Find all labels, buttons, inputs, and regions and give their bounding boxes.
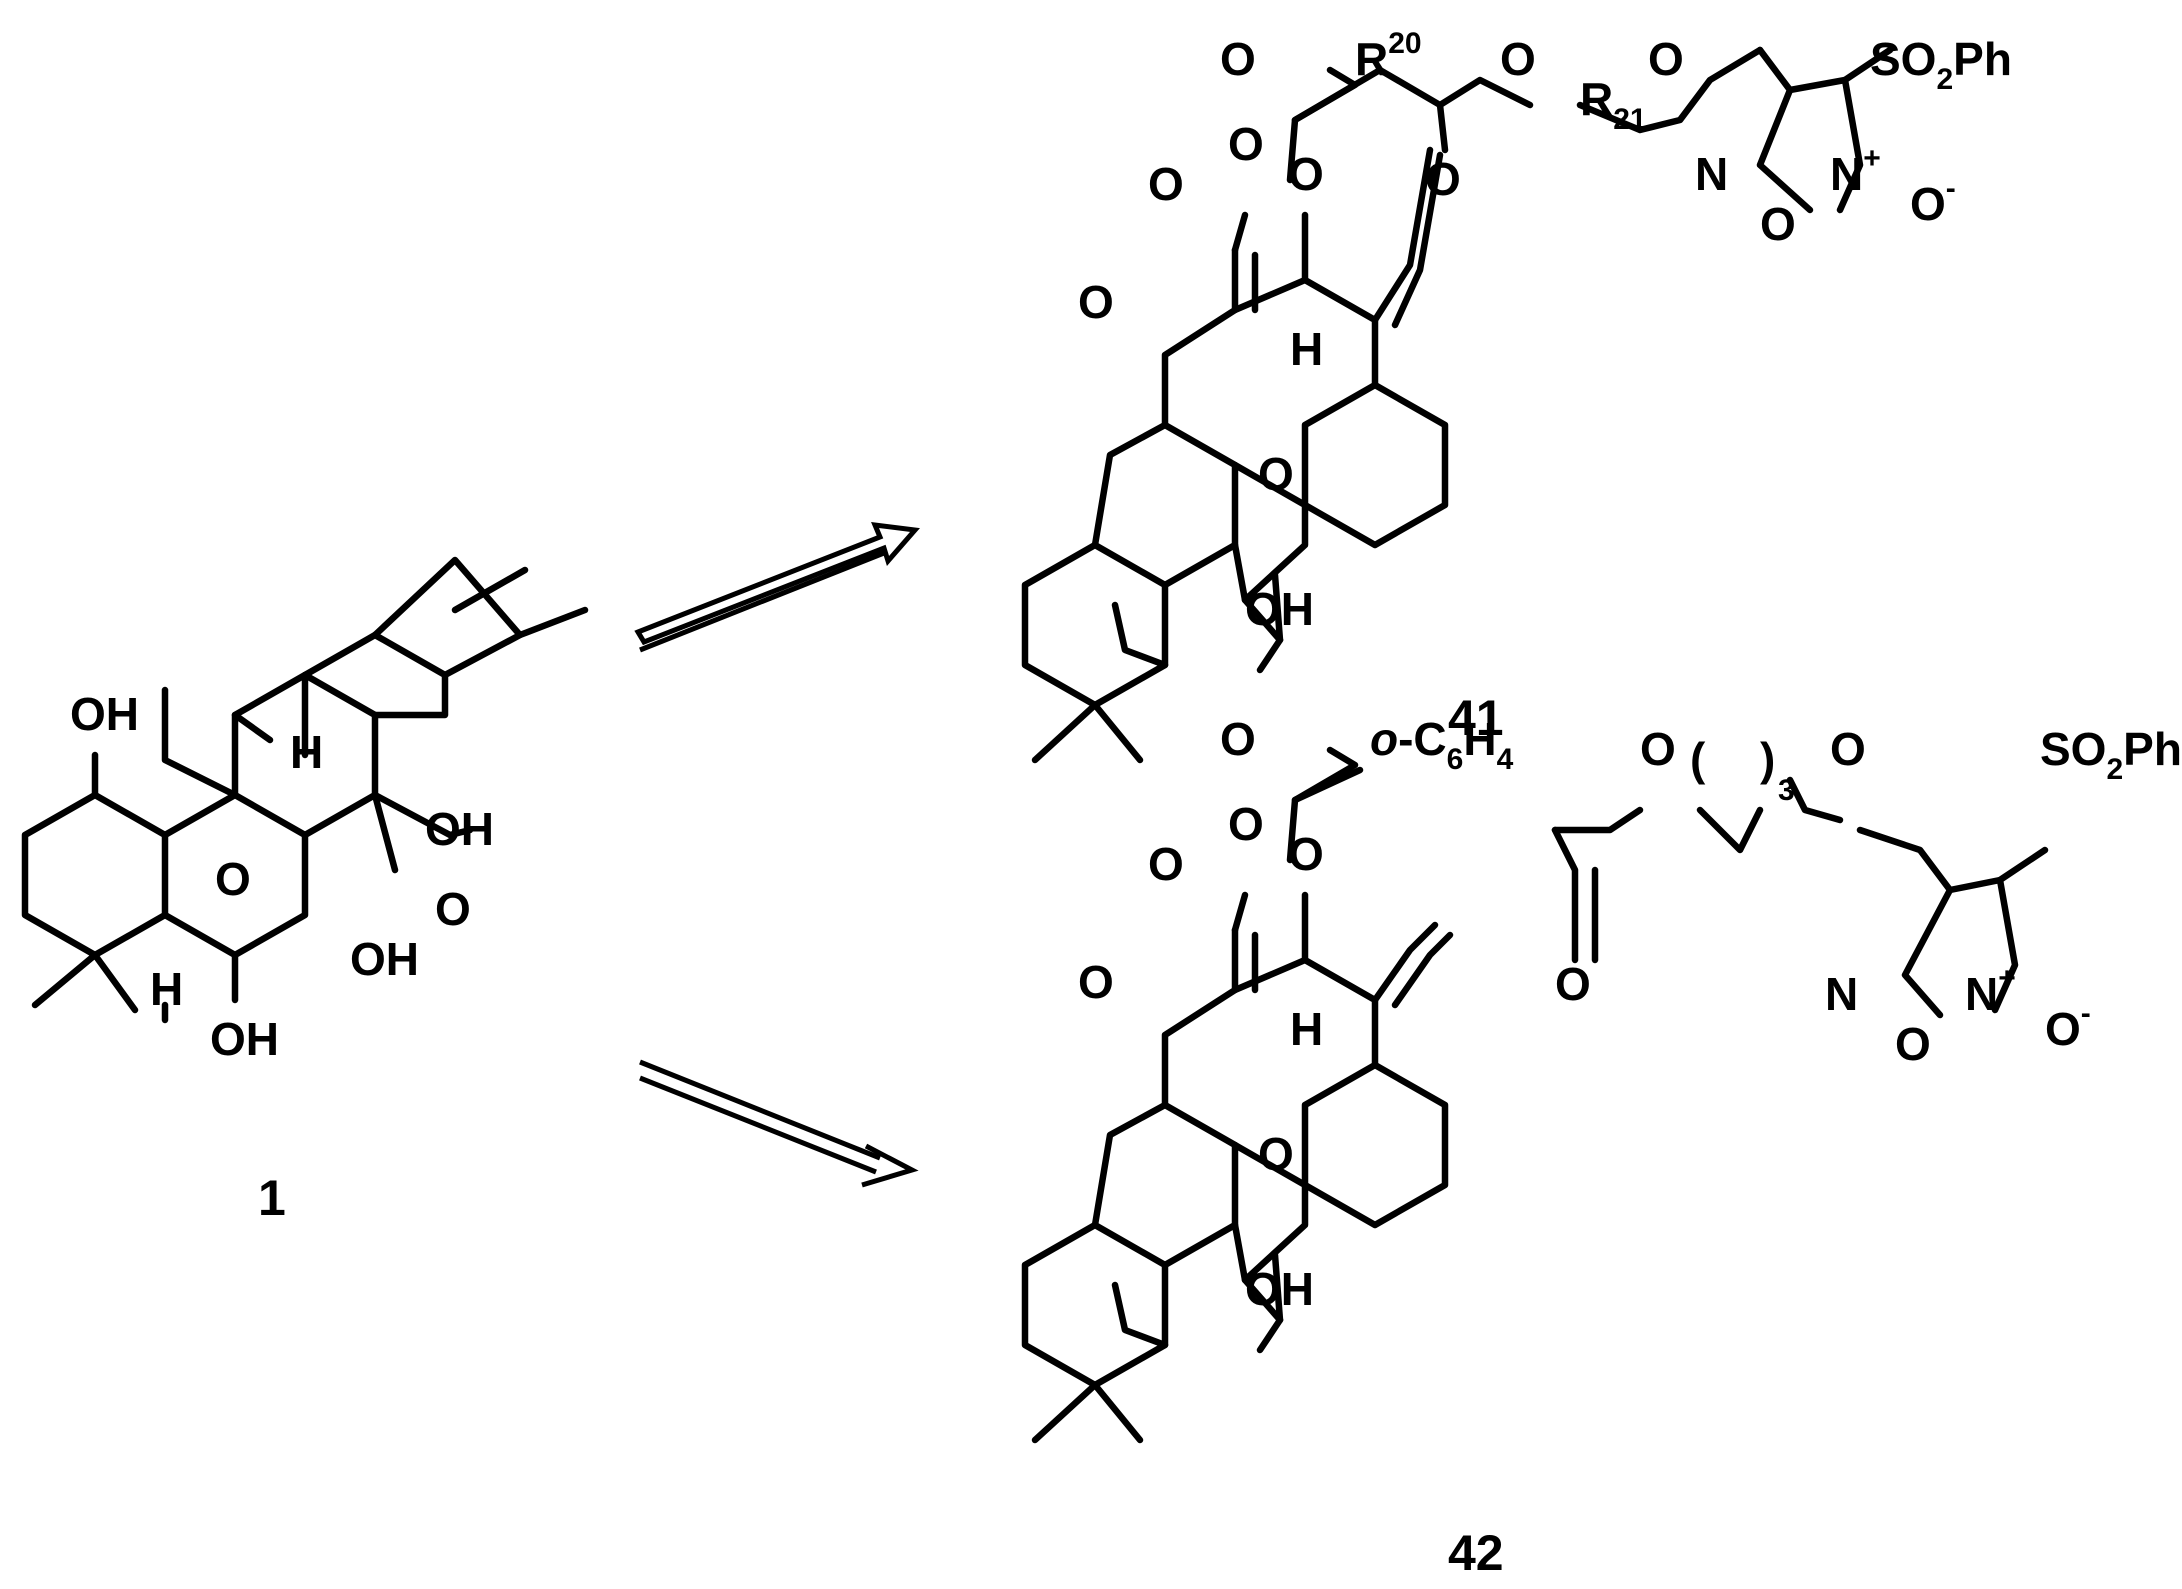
compound-41-r20: R20 xyxy=(1355,27,1422,85)
compound-1-oh-mid: OH xyxy=(350,933,419,985)
compound-42-o-ether: O xyxy=(1830,723,1866,775)
compound-42-o-carbonyl: O xyxy=(1220,713,1256,765)
compound-41-sulfonyl: SO2Ph xyxy=(1870,33,2012,96)
compound-42-o-hemiacetal: O xyxy=(1258,1128,1294,1180)
compound-1-o-bridge: O xyxy=(215,853,251,905)
compound-1-o-keto: O xyxy=(435,883,471,935)
compound-41-ring-n: N xyxy=(1695,148,1728,200)
compound-42-structure xyxy=(1021,746,2049,1444)
compound-42-o-lactone-ring: O xyxy=(1078,956,1114,1008)
compound-1-oh-top: OH xyxy=(70,688,139,740)
compound-41-o-aldehyde: O xyxy=(1228,118,1264,170)
compound-41-oh: OH xyxy=(1245,583,1314,635)
compound-label-41: 41 xyxy=(1448,690,1504,746)
compound-41-o-minus: O- xyxy=(1910,172,1956,230)
reaction-arrow-bottom xyxy=(639,1059,919,1188)
compound-1-h-bottom: H xyxy=(150,963,183,1015)
compound-42-o-minus: O- xyxy=(2045,997,2091,1055)
compound-1-oh-right: OH xyxy=(425,803,494,855)
compound-42-o-ester: O xyxy=(1640,723,1676,775)
compound-42-o-carbonyl-chain: O xyxy=(1555,958,1591,1010)
compound-42-o-lactone-carbonyl: O xyxy=(1148,838,1184,890)
compound-41-structure xyxy=(1021,46,1894,764)
compound-42-oh: OH xyxy=(1245,1263,1314,1315)
compound-42-ring-o: O xyxy=(1895,1018,1931,1070)
compound-41-n-oxide: N+ xyxy=(1830,142,1881,200)
compound-41-o-ester: O xyxy=(1500,33,1536,85)
compound-1-oh-bottom: OH xyxy=(210,1013,279,1065)
compound-42-n-oxide: N+ xyxy=(1965,962,2016,1020)
compound-41-o-lactone-carbonyl: O xyxy=(1148,158,1184,210)
compound-41-o-carbonyl: O xyxy=(1220,33,1256,85)
compound-1-structure xyxy=(21,556,589,1024)
compound-42-o-aldehyde: O xyxy=(1228,798,1264,850)
reaction-arrow-top xyxy=(634,521,920,653)
compound-41-o-ether: O xyxy=(1648,33,1684,85)
compound-41-o-hemiacetal: O xyxy=(1258,448,1294,500)
compound-42-o-ester-core: O xyxy=(1288,828,1324,880)
compound-label-1: 1 xyxy=(258,1170,286,1226)
compound-42-sulfonyl: SO2Ph xyxy=(2040,723,2182,786)
compound-42-bracket-close: ) xyxy=(1760,733,1775,785)
compound-41-o-lactone-ring: O xyxy=(1078,276,1114,328)
compound-41-r21: R21 xyxy=(1580,73,1647,136)
compound-1-h-junction: H xyxy=(290,726,323,778)
compound-label-42: 42 xyxy=(1448,1525,1504,1581)
compound-41-h-junction: H xyxy=(1290,323,1323,375)
compound-42-ring-n: N xyxy=(1825,968,1858,1020)
compound-42-repeat-count: 3 xyxy=(1778,774,1795,807)
compound-42-h-junction: H xyxy=(1290,1003,1323,1055)
compound-42-bracket-open: ( xyxy=(1690,733,1706,785)
compound-41-o-ester-core: O xyxy=(1288,148,1324,200)
compound-41-ring-o: O xyxy=(1760,198,1796,250)
compound-42-phenylene: o-C6H4 xyxy=(1370,713,1514,776)
compound-41-o-carbonyl-chain: O xyxy=(1425,153,1461,205)
